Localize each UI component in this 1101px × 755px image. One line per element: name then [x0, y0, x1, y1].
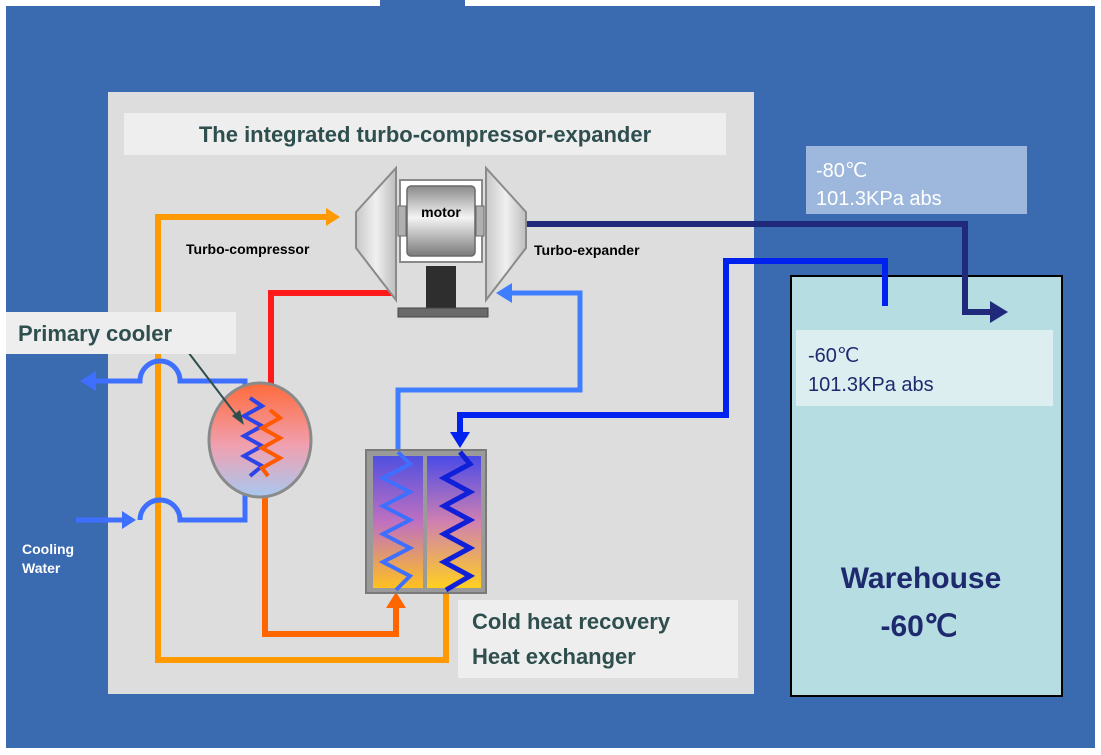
- diagram-title: The integrated turbo-compressor-expander: [199, 122, 652, 147]
- expander-housing: [485, 165, 527, 303]
- expander-outlet-line: [526, 221, 990, 315]
- cooling-water-label-1: Cooling: [22, 541, 74, 557]
- compressor-discharge-line: [268, 290, 396, 398]
- heat-exchanger-box: [458, 600, 738, 678]
- motor-base: [397, 307, 489, 318]
- warehouse-supply-arrow: [990, 301, 1008, 323]
- motor-left-flange: [397, 205, 407, 237]
- primary-cooler-pointer: [184, 347, 241, 421]
- cooling-water-label-2: Water: [22, 560, 61, 576]
- water-in-arrow: [122, 511, 136, 529]
- motor-label: motor: [421, 204, 461, 220]
- water-out-arrow: [80, 371, 96, 391]
- primary-cooler-label: Primary cooler: [18, 321, 173, 346]
- cooler-gas-coil: [257, 408, 285, 478]
- turbo-compressor-label: Turbo-compressor: [186, 241, 310, 257]
- top-tab: [380, 0, 465, 6]
- supply-temperature: -80℃: [816, 160, 867, 182]
- cooler-outlet-line: [262, 476, 399, 637]
- warehouse-name: Warehouse: [841, 562, 1002, 595]
- cooler-water-coil: [239, 396, 267, 478]
- return-pressure: 101.3KPa abs: [808, 374, 934, 396]
- hx-cold-inlet-arrow: [450, 432, 470, 448]
- compressor-housing: [355, 165, 397, 303]
- return-temperature: -60℃: [808, 345, 859, 367]
- primary-cooler-box: [6, 312, 236, 354]
- warehouse-temperature: -60℃: [880, 610, 957, 643]
- return-state-box: [796, 330, 1053, 406]
- water-out-line: [92, 358, 248, 398]
- motor-right-flange: [475, 205, 485, 237]
- compressor-inlet-arrow: [326, 208, 340, 226]
- motor-stand: [426, 266, 456, 310]
- water-in-hop: [137, 460, 248, 523]
- supply-pressure: 101.3KPa abs: [816, 188, 942, 210]
- expander-inlet-line: [395, 290, 583, 450]
- primary-cooler-pointer-head: [232, 410, 244, 425]
- hx-inlet-arrow: [386, 592, 406, 608]
- heat-exchanger-label-1: Cold heat recovery: [472, 609, 671, 634]
- expander-inlet-arrow: [496, 283, 512, 303]
- hx-cold-coil: [438, 450, 476, 593]
- supply-state-box: [806, 146, 1027, 214]
- compressor-inlet-line: [155, 214, 449, 663]
- hx-warm-coil: [378, 450, 415, 592]
- title-box: [124, 113, 726, 155]
- heat-exchanger-label-2: Heat exchanger: [472, 644, 636, 669]
- turbo-expander-label: Turbo-expander: [534, 242, 640, 258]
- warehouse-return-line: [457, 258, 888, 436]
- motor-body: [406, 185, 476, 257]
